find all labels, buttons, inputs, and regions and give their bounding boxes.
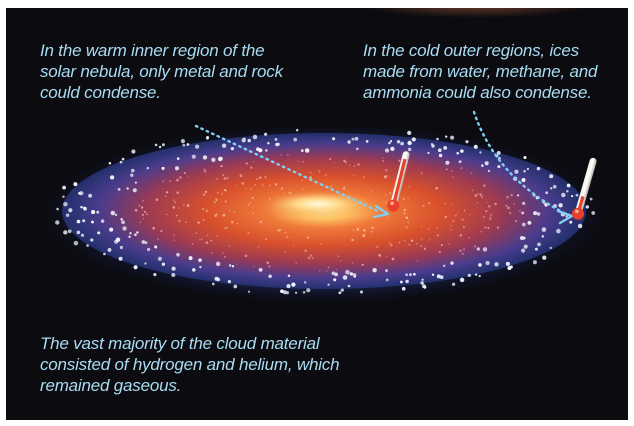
caption-line: consisted of hydrogen and helium, which (40, 355, 340, 374)
caption-line: The vast majority of the cloud material (40, 334, 320, 353)
caption-line: In the cold outer regions, ices (363, 41, 579, 60)
gas-composition-caption: The vast majority of the cloud material … (40, 333, 340, 396)
outer-region-caption: In the cold outer regions, ices made fro… (363, 40, 597, 103)
caption-line: made from water, methane, and (363, 62, 598, 81)
caption-line: In the warm inner region of the (40, 41, 265, 60)
cold-thermometer-icon (572, 157, 597, 220)
warm-thermometer-icon (387, 151, 410, 212)
inner-region-arrow (194, 124, 390, 219)
top-glow (361, 8, 591, 18)
solar-nebula-illustration: In the warm inner region of the solar ne… (6, 8, 628, 420)
caption-line: ammonia could also condense. (363, 83, 592, 102)
inner-region-caption: In the warm inner region of the solar ne… (40, 40, 283, 103)
caption-line: remained gaseous. (40, 376, 182, 395)
nebula-artwork (42, 8, 606, 304)
caption-line: could condense. (40, 83, 161, 102)
outer-region-arrow (472, 110, 574, 225)
nebula-core (260, 190, 376, 218)
caption-line: solar nebula, only metal and rock (40, 62, 283, 81)
